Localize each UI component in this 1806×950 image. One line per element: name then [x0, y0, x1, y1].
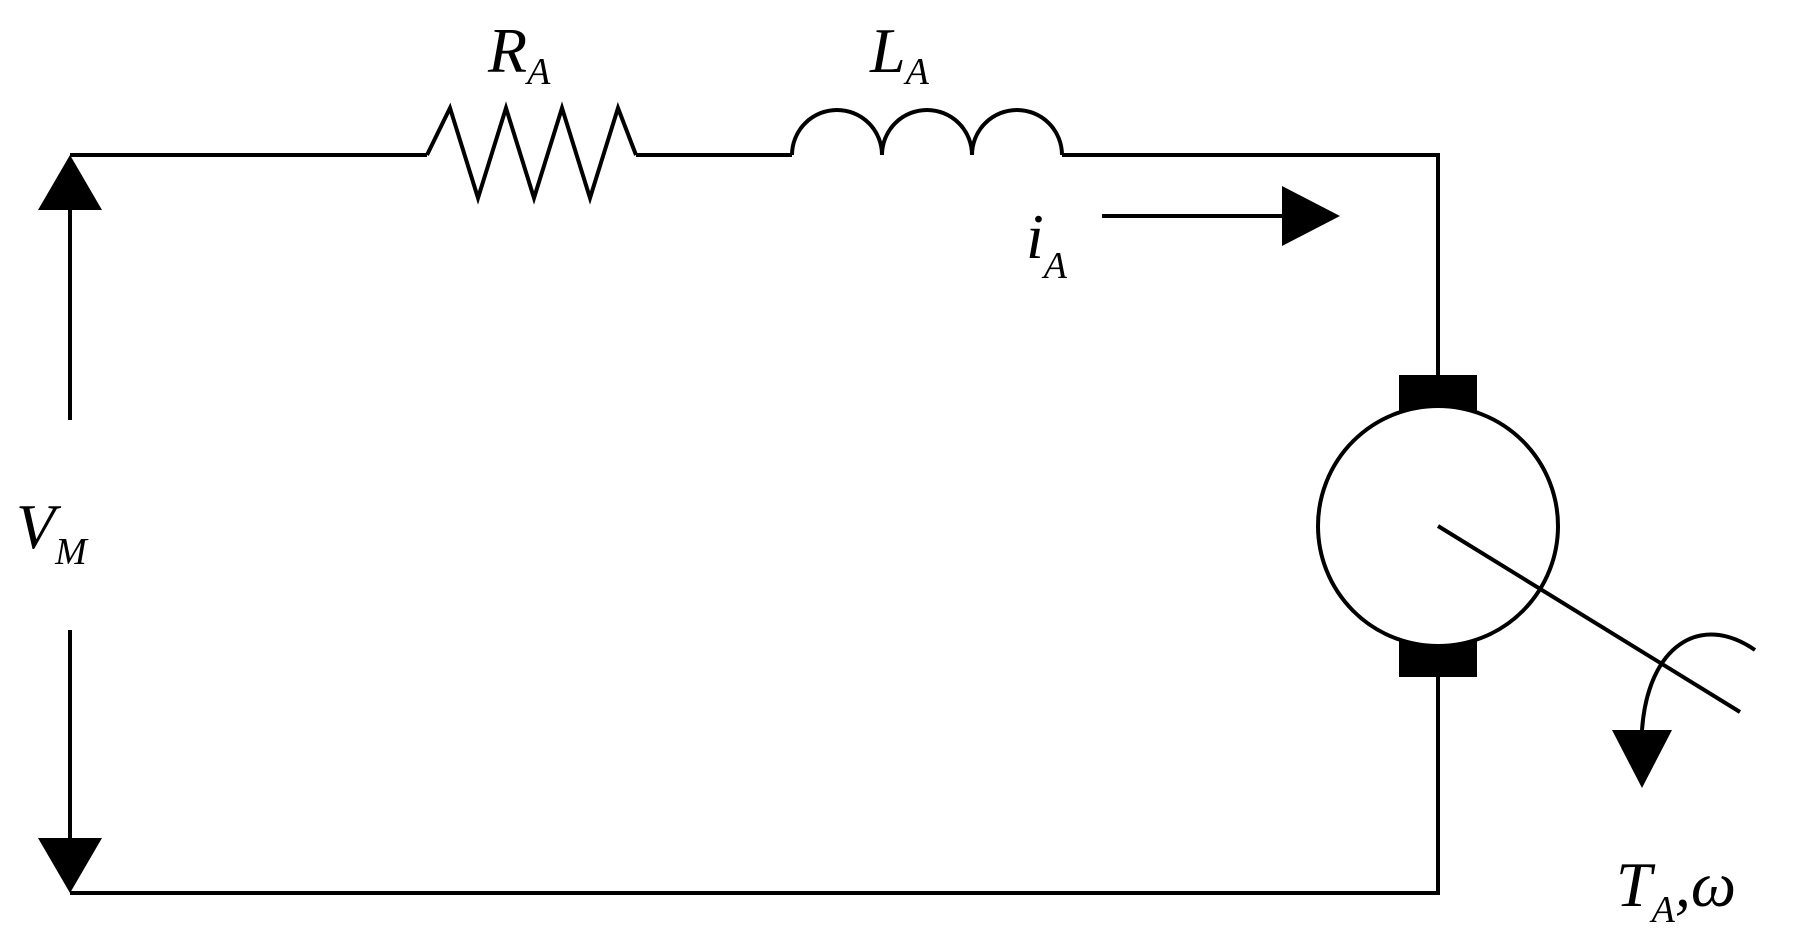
- rotation-arrowhead: [1612, 730, 1672, 788]
- resistor-label: RA: [487, 15, 551, 93]
- current-arrow-head: [1282, 186, 1340, 246]
- inductor-label: LA: [869, 15, 930, 93]
- rotation-arc: [1640, 632, 1757, 731]
- voltage-arrow-up-head: [38, 155, 102, 210]
- current-label: iA: [1026, 201, 1068, 287]
- motor-shaft: [1436, 524, 1742, 714]
- top-wire-right: [1062, 153, 1440, 375]
- torque-speed-label: TA,ω: [1616, 849, 1736, 931]
- voltage-arrow-down-head: [38, 838, 102, 893]
- inductor-symbol: [790, 108, 1064, 156]
- bottom-wire: [70, 677, 1440, 895]
- resistor-symbol: [425, 101, 638, 205]
- voltage-label: VM: [16, 491, 89, 573]
